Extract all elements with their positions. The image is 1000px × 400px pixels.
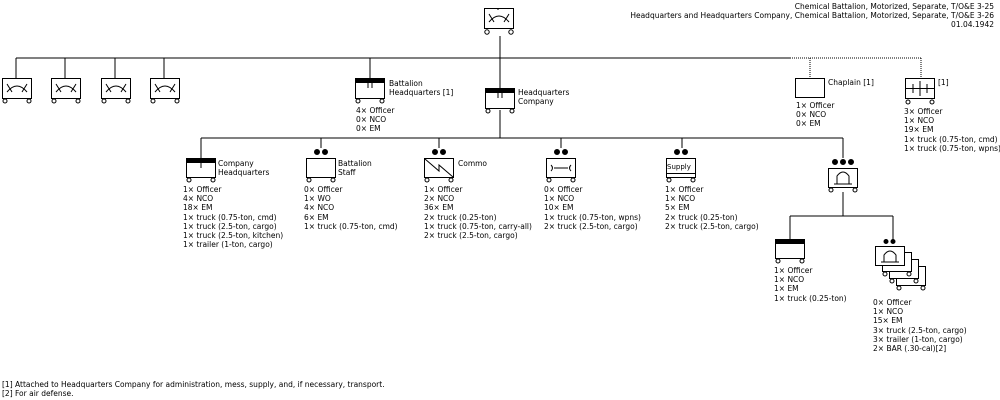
personnel-line: 0× NCO xyxy=(356,115,387,125)
footnote-2: [2] For air defense. xyxy=(2,389,74,398)
personnel-line: 1× truck (2.5-ton, kitchen) xyxy=(183,231,284,241)
personnel-line: 1× NCO xyxy=(774,275,805,285)
personnel-line: 10× EM xyxy=(544,203,574,213)
personnel-line: 19× EM xyxy=(904,125,934,135)
hhc-symbol xyxy=(485,88,515,114)
chaplain-label: Chaplain [1] xyxy=(828,78,874,87)
personnel-line: 1× NCO xyxy=(873,307,904,317)
personnel-line: 1× truck (2.5-ton, cargo) xyxy=(183,221,277,231)
personnel-line: 2× BAR (.30-cal)[2] xyxy=(873,344,947,354)
personnel-line: 3× Officer xyxy=(904,107,943,116)
personnel-line: 4× NCO xyxy=(304,203,335,213)
header-subtitle: Headquarters and Headquarters Company, C… xyxy=(630,11,994,20)
personnel-line: 1× NCO xyxy=(665,194,696,204)
section-stack-symbol xyxy=(875,239,926,291)
personnel-line: 1× truck (0.75-ton, cmd) xyxy=(904,134,998,144)
company-hq-label: Company Headquarters xyxy=(218,159,270,177)
personnel-line: 2× NCO xyxy=(424,194,455,204)
medical-label: [1] xyxy=(938,78,949,87)
personnel-line: 15× EM xyxy=(873,316,903,326)
personnel-line: 0× EM xyxy=(796,119,821,129)
personnel-line: 2× truck (2.5-ton, cargo) xyxy=(544,221,638,231)
personnel-line: 0× Officer xyxy=(304,185,343,194)
personnel-line: 1× trailer (1-ton, cargo) xyxy=(183,240,273,250)
platoon-hq-symbol xyxy=(775,239,805,264)
footnote-1: [1] Attached to Headquarters Company for… xyxy=(2,380,385,389)
personnel-line: 1× NCO xyxy=(544,194,575,204)
battalion-staff-symbol xyxy=(306,149,336,183)
personnel-line: 3× trailer (1-ton, cargo) xyxy=(873,334,963,344)
chemical-company-symbol xyxy=(2,74,32,104)
personnel-line: 1× truck (0.75-ton, wpns) xyxy=(904,143,1000,153)
personnel-line: 1× Officer xyxy=(424,185,463,194)
personnel-line: 18× EM xyxy=(183,203,213,213)
chaplain-symbol xyxy=(795,78,825,98)
personnel-line: 6× EM xyxy=(304,212,329,222)
commo-symbol xyxy=(424,149,454,183)
header-date: 01.04.1942 xyxy=(951,20,994,29)
personnel-line: 2× truck (2.5-ton, cargo) xyxy=(665,221,759,231)
personnel-line: 4× NCO xyxy=(183,194,214,204)
supply-symbol xyxy=(666,149,696,183)
personnel-line: 3× truck (2.5-ton, cargo) xyxy=(873,325,967,335)
personnel-line: 1× Officer xyxy=(796,101,835,110)
personnel-line: 1× truck (0.25-ton) xyxy=(774,293,847,303)
chemical-company-symbol xyxy=(51,74,81,104)
personnel-line: 1× WO xyxy=(304,194,331,204)
personnel-line: 1× Officer xyxy=(774,266,813,275)
personnel-line: 0× Officer xyxy=(544,185,583,194)
battalion-hq-label: Battalion Headquarters [1] xyxy=(389,79,454,97)
personnel-line: 2× truck (2.5-ton, cargo) xyxy=(424,231,518,241)
personnel-line: 1× truck (0.75-ton, wpns) xyxy=(544,212,641,222)
maintenance-symbol xyxy=(546,149,576,183)
battalion-symbol xyxy=(484,8,514,35)
battalion-hq-symbol xyxy=(355,78,385,104)
header-title: Chemical Battalion, Motorized, Separate,… xyxy=(794,2,994,11)
chemical-company-symbol xyxy=(101,74,131,104)
personnel-line: 5× EM xyxy=(665,203,690,213)
personnel-line: 4× Officer xyxy=(356,106,395,115)
personnel-line: 36× EM xyxy=(424,203,454,213)
supply-label: Supply xyxy=(667,163,691,171)
commo-label: Commo xyxy=(458,159,488,168)
battalion-staff-label: Battalion Staff xyxy=(338,159,372,177)
company-hq-symbol xyxy=(186,158,216,183)
platoon-symbol xyxy=(828,159,858,193)
personnel-line: 0× NCO xyxy=(796,110,827,120)
personnel-line: 1× truck (0.75-ton, carry-all) xyxy=(424,221,532,231)
personnel-line: 2× truck (0.25-ton) xyxy=(665,212,738,222)
medical-symbol xyxy=(905,78,935,105)
personnel-line: 1× truck (0.75-ton, cmd) xyxy=(304,221,398,231)
personnel-line: 1× truck (0.75-ton, cmd) xyxy=(183,212,277,222)
chemical-company-symbol xyxy=(150,74,180,104)
personnel-line: 1× NCO xyxy=(904,116,935,126)
personnel-line: 0× EM xyxy=(356,124,381,134)
personnel-line: 1× Officer xyxy=(183,185,222,194)
personnel-line: 1× EM xyxy=(774,284,799,294)
personnel-line: 1× Officer xyxy=(665,185,704,194)
hhc-label: Headquarters Company xyxy=(518,88,570,106)
personnel-line: 2× truck (0.25-ton) xyxy=(424,212,497,222)
personnel-line: 0× Officer xyxy=(873,298,912,307)
